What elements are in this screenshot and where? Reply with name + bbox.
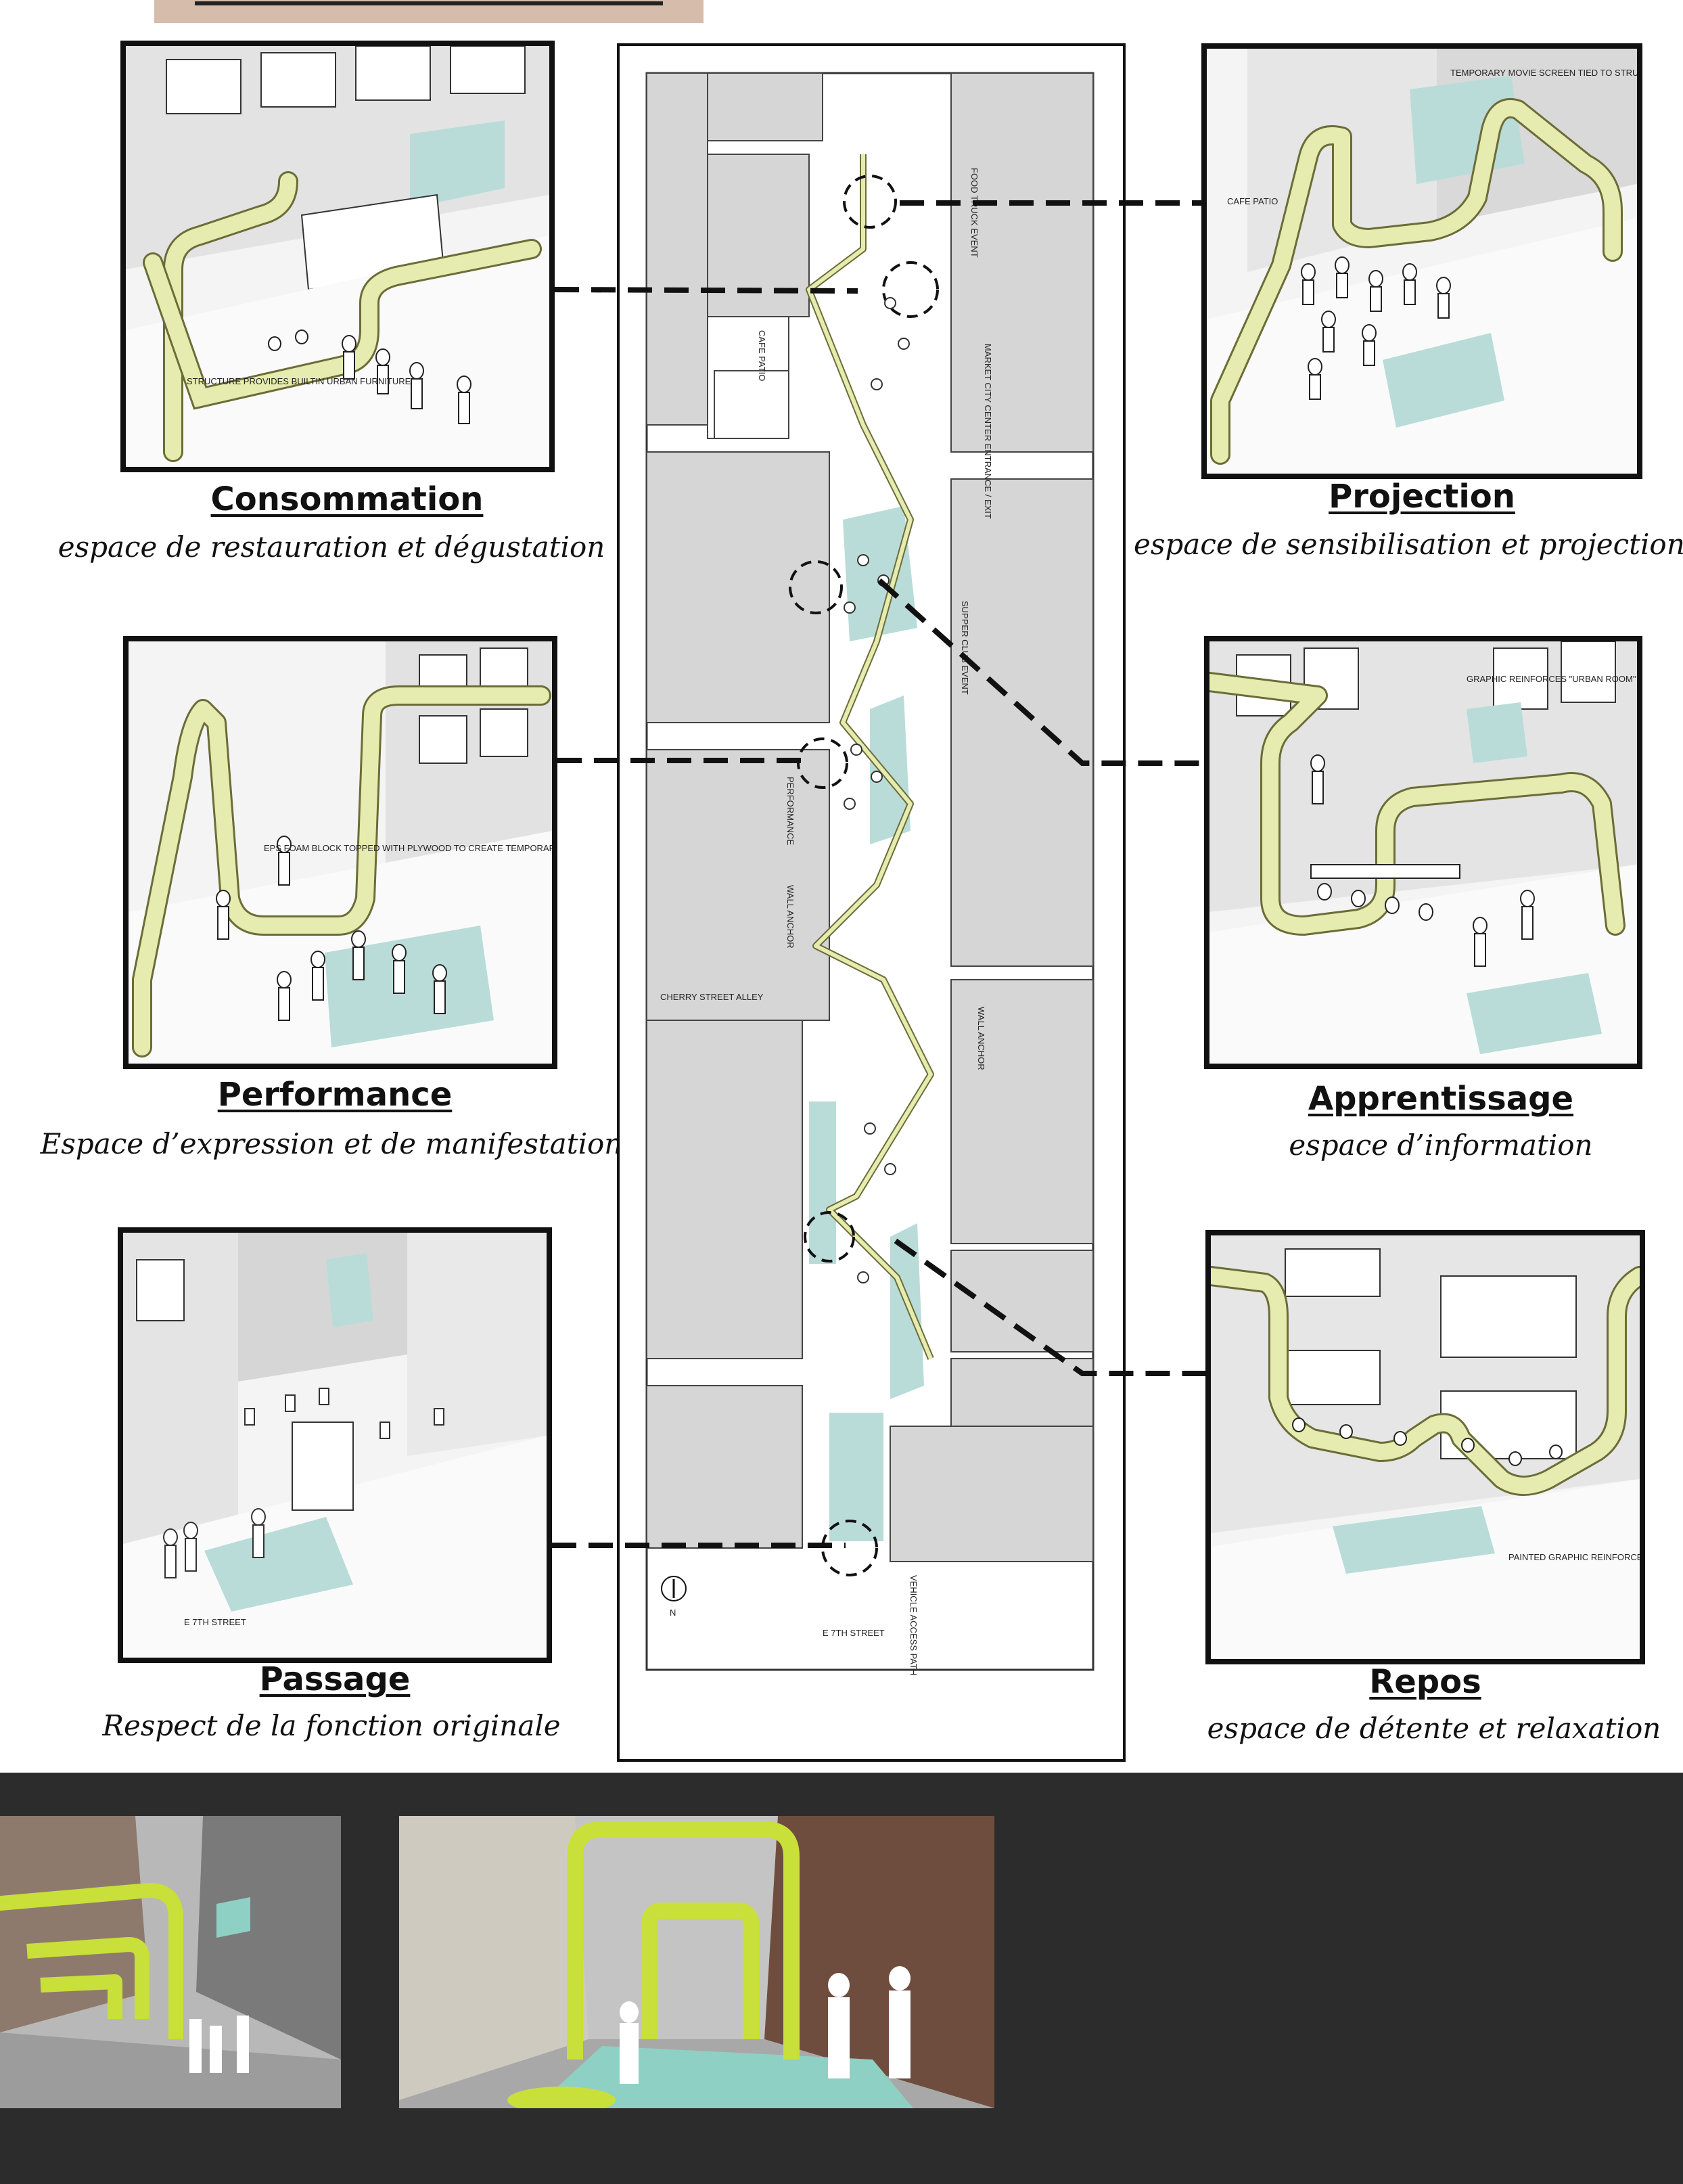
consommation-illustration: STRUCTURE PROVIDES BUILTIN URBAN FURNITU…	[126, 46, 549, 467]
renderings-strip	[0, 1773, 1683, 2184]
plan-label-food-truck: FOOD TRUCK EVENT	[969, 168, 979, 258]
panel-passage: E 7TH STREET	[118, 1227, 552, 1663]
apprentissage-subtitle: espace d’information	[1289, 1129, 1593, 1162]
plan-label-performance: PERFORMANCE	[785, 777, 796, 845]
plan-label-supper-club: SUPPER CLUB EVENT	[960, 601, 970, 695]
passage-annotation: E 7TH STREET	[184, 1617, 246, 1627]
passage-illustration: E 7TH STREET	[123, 1233, 547, 1658]
header-rule	[195, 1, 663, 5]
consommation-title: Consommation	[210, 480, 484, 518]
header-bar	[154, 0, 704, 23]
performance-annotation: EPS FOAM BLOCK TOPPED WITH PLYWOOD TO CR…	[264, 843, 552, 853]
panel-consommation: STRUCTURE PROVIDES BUILTIN URBAN FURNITU…	[120, 41, 555, 472]
panel-performance: EPS FOAM BLOCK TOPPED WITH PLYWOOD TO CR…	[123, 636, 557, 1069]
plan-connectors	[552, 200, 1205, 1548]
performance-subtitle: Espace d’expression et de manifestation	[40, 1127, 623, 1160]
north-label: N	[670, 1608, 676, 1618]
render-1-image	[0, 1816, 341, 2108]
projection-annotation: TEMPORARY MOVIE SCREEN TIED TO STRUCTURE	[1450, 68, 1637, 78]
projection-subtitle: espace de sensibilisation et projection	[1134, 528, 1683, 561]
plan-label-vehicle-access: VEHICLE ACCESS PATH	[908, 1575, 919, 1675]
plan-label-e7th: E 7TH STREET	[823, 1628, 885, 1638]
projection-illustration: TEMPORARY MOVIE SCREEN TIED TO STRUCTURE…	[1207, 49, 1637, 474]
repos-illustration: PAINTED GRAPHIC REINFORCES SPATIAL DEFIN…	[1211, 1235, 1640, 1659]
site-plan-drawing: FOOD TRUCK EVENT CAFE PATIO MARKET CITY …	[645, 72, 1094, 1675]
plan-label-wall-anchor-1: WALL ANCHOR	[785, 885, 796, 949]
panel-repos: PAINTED GRAPHIC REINFORCES SPATIAL DEFIN…	[1205, 1230, 1645, 1664]
apprentissage-annotation: GRAPHIC REINFORCES "URBAN ROOM"	[1467, 674, 1636, 684]
render-2-image	[399, 1816, 994, 2108]
projection-title: Projection	[1329, 478, 1515, 516]
panel-apprentissage: GRAPHIC REINFORCES "URBAN ROOM"	[1204, 636, 1642, 1069]
plan-label-market-city-center: MARKET CITY CENTER ENTRANCE / EXIT	[983, 344, 993, 519]
performance-illustration: EPS FOAM BLOCK TOPPED WITH PLYWOOD TO CR…	[129, 641, 552, 1064]
projection-annotation-2: CAFE PATIO	[1227, 196, 1278, 206]
performance-title: Performance	[217, 1076, 453, 1114]
plan-label-cafe-patio: CAFE PATIO	[757, 330, 767, 381]
plan-label-wall-anchor-2: WALL ANCHOR	[976, 1007, 986, 1070]
render-1	[0, 1816, 341, 2108]
repos-subtitle: espace de détente et relaxation	[1207, 1712, 1661, 1745]
apprentissage-title: Apprentissage	[1308, 1080, 1574, 1118]
panel-projection: TEMPORARY MOVIE SCREEN TIED TO STRUCTURE…	[1201, 43, 1642, 479]
consommation-annotation: STRUCTURE PROVIDES BUILTIN URBAN FURNITU…	[187, 376, 411, 386]
repos-annotation: PAINTED GRAPHIC REINFORCES SPATIAL DEFIN…	[1508, 1552, 1640, 1562]
site-plan: FOOD TRUCK EVENT CAFE PATIO MARKET CITY …	[617, 43, 1126, 1762]
passage-subtitle: Respect de la fonction originale	[102, 1709, 561, 1742]
repos-title: Repos	[1369, 1663, 1481, 1701]
plan-label-cherry-street: CHERRY STREET ALLEY	[660, 992, 764, 1002]
render-2	[399, 1816, 994, 2108]
passage-title: Passage	[259, 1660, 411, 1698]
apprentissage-illustration: GRAPHIC REINFORCES "URBAN ROOM"	[1209, 641, 1637, 1064]
consommation-subtitle: espace de restauration et dégustation	[57, 530, 605, 564]
